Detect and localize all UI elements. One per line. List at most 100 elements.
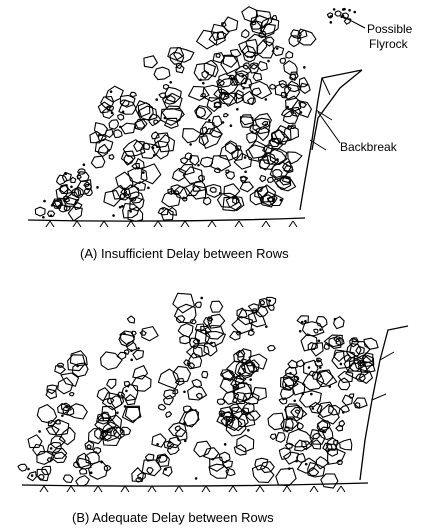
rock-fragment xyxy=(75,475,90,487)
rock-fragment xyxy=(52,200,63,209)
rock-fragment xyxy=(208,126,223,138)
rock-fragment xyxy=(208,463,230,479)
rock-fragment xyxy=(178,163,195,176)
fracture-lines xyxy=(309,77,333,151)
rock-fragment xyxy=(283,451,299,465)
rock-fragment xyxy=(262,36,275,47)
fine-particle xyxy=(110,111,114,115)
rock-fragment xyxy=(247,329,255,337)
rock-fragment xyxy=(130,330,137,337)
rock-fragment xyxy=(346,342,362,359)
rock-fragment xyxy=(285,50,294,59)
rock-fragment xyxy=(133,140,145,153)
rock-fragment xyxy=(317,403,340,425)
rock-fragment xyxy=(255,305,269,318)
rock-fragment xyxy=(179,335,191,345)
rock-fragment xyxy=(225,468,236,477)
rock-fragment xyxy=(311,371,322,380)
rock-fragment xyxy=(164,86,182,103)
rock-fragment xyxy=(94,417,117,434)
rock-fragment xyxy=(57,403,70,415)
rock-fragment xyxy=(278,79,287,89)
fine-particle xyxy=(236,107,239,111)
rock-fragment xyxy=(335,337,345,346)
rock-fragment xyxy=(106,105,115,112)
fine-particle xyxy=(251,328,254,331)
fine-particle xyxy=(208,119,211,122)
rock-fragment xyxy=(278,447,292,461)
rock-fragment xyxy=(172,292,195,314)
rock-fragment xyxy=(282,377,295,391)
fine-particle xyxy=(109,90,113,93)
fine-particle xyxy=(168,441,172,444)
fine-particle xyxy=(303,66,306,69)
fine-particle xyxy=(339,362,343,366)
rock-fragment xyxy=(293,375,300,381)
rock-fragment xyxy=(279,175,291,186)
rock-fragment xyxy=(282,110,299,125)
blasthole-mark xyxy=(153,220,163,228)
rock-fragment xyxy=(248,80,273,100)
rock-fragment xyxy=(297,29,317,46)
rock-fragment xyxy=(241,6,259,23)
rock-fragment xyxy=(36,404,58,424)
rock-fragment xyxy=(259,174,267,183)
rock-fragment xyxy=(231,72,248,86)
rock-fragment xyxy=(127,166,148,185)
rock-fragment xyxy=(221,16,239,33)
fine-particle xyxy=(61,414,64,417)
rock-fragment xyxy=(314,359,323,367)
rock-fragment xyxy=(157,207,169,216)
rock-fragment xyxy=(143,55,158,69)
rock-fragment xyxy=(216,78,225,87)
rock-fragment xyxy=(198,135,209,147)
rock-fragment xyxy=(169,51,185,65)
fine-particle xyxy=(200,296,203,300)
fine-particle xyxy=(189,143,192,146)
rock-fragment xyxy=(105,85,124,103)
rock-fragment xyxy=(362,354,375,368)
rock-fragment xyxy=(218,410,226,418)
rock-fragment xyxy=(307,461,326,478)
rock-fragment xyxy=(167,47,185,61)
rock-fragment xyxy=(201,70,210,80)
rock-fragment xyxy=(89,130,104,144)
rock-fragment xyxy=(52,451,68,464)
rock-fragment xyxy=(246,97,256,105)
fine-particle xyxy=(343,7,346,11)
rock-fragment xyxy=(303,359,319,377)
fine-particle xyxy=(242,367,246,371)
rock-fragment xyxy=(244,360,254,367)
fine-particle xyxy=(76,198,79,202)
rock-fragment xyxy=(291,380,306,396)
bench-face xyxy=(359,325,409,481)
rock-fragment xyxy=(287,359,298,369)
ground-line-a xyxy=(27,217,306,228)
rock-fragment xyxy=(68,391,75,397)
rock-fragment xyxy=(187,85,210,101)
rock-fragment xyxy=(90,155,106,169)
rock-fragment xyxy=(251,20,263,30)
fine-particle xyxy=(197,163,200,167)
rock-fragment xyxy=(353,397,368,409)
rock-fragment xyxy=(285,428,314,448)
rock-fragment xyxy=(158,92,166,99)
rock-fragment xyxy=(161,190,181,208)
rock-fragment xyxy=(309,429,326,445)
rock-fragment xyxy=(316,370,338,388)
rock-fragment xyxy=(107,397,115,405)
rock-fragment xyxy=(235,70,249,85)
rock-fragment xyxy=(132,349,145,361)
fine-particle xyxy=(130,358,133,362)
rock-fragment xyxy=(363,337,379,350)
rock-fragment xyxy=(153,119,159,125)
rock-fragment xyxy=(297,421,304,430)
rock-fragment xyxy=(315,316,328,328)
fine-particle xyxy=(163,116,167,120)
rock-fragment xyxy=(310,342,324,357)
rock-fragment xyxy=(320,473,339,489)
rock-fragment xyxy=(101,392,123,411)
rock-fragment xyxy=(183,183,201,197)
rock-fragment xyxy=(222,391,240,405)
rock-fragment xyxy=(284,442,294,450)
